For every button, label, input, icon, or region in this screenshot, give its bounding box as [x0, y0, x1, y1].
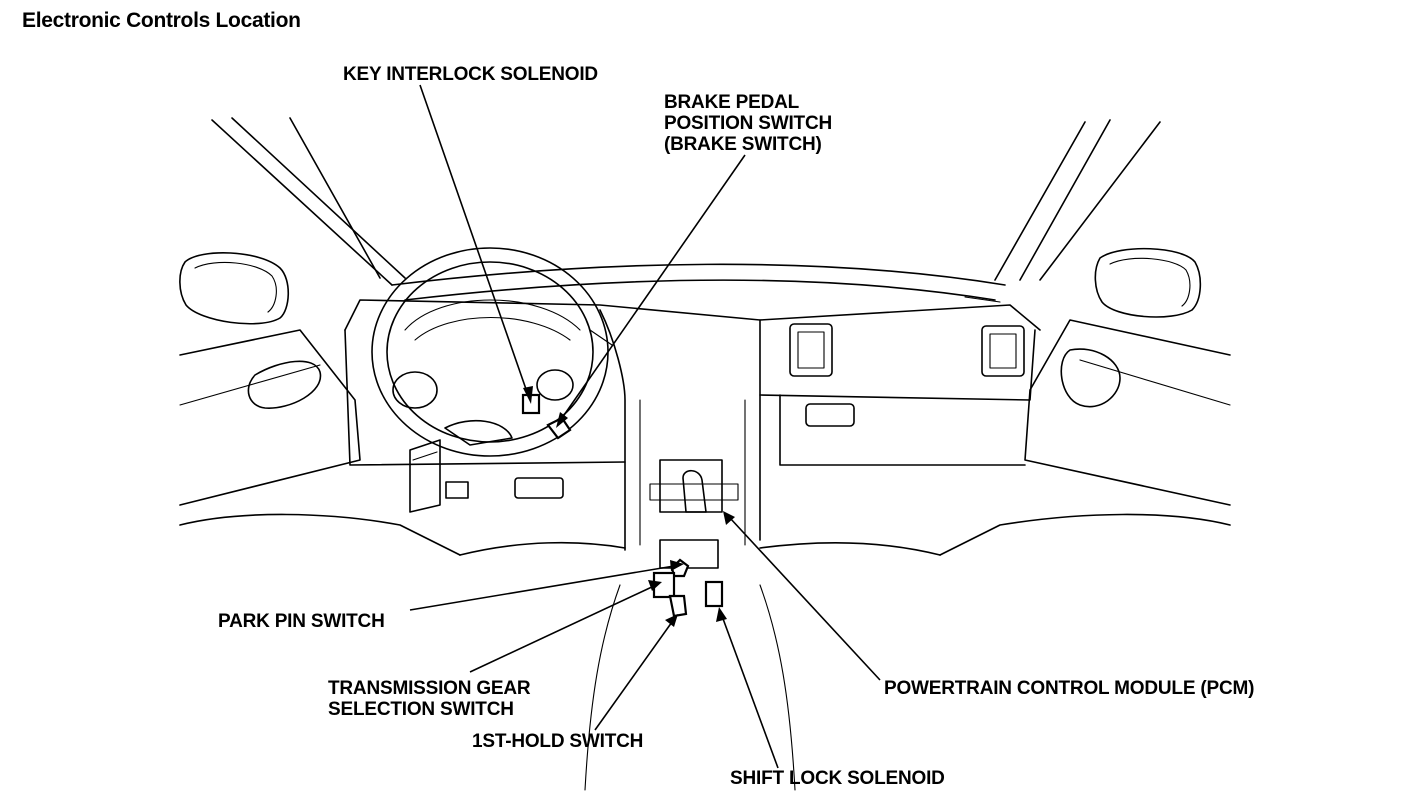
dashboard: [344, 296, 1041, 791]
brake-switch-part: [546, 416, 572, 440]
label-brake-pedal-position-switch: BRAKE PEDAL POSITION SWITCH (BRAKE SWITC…: [664, 92, 832, 155]
label-line: BRAKE PEDAL: [664, 92, 800, 113]
label-transmission-gear-selection-switch: TRANSMISSION GEAR SELECTION SWITCH: [328, 678, 531, 720]
shift-lever: [649, 459, 739, 569]
steering-wheel: [371, 247, 613, 457]
label-line: (BRAKE SWITCH): [664, 134, 822, 155]
label-line: TRANSMISSION GEAR: [328, 678, 531, 699]
shift-lock-solenoid-part: [704, 580, 724, 608]
leader-lines: [409, 84, 881, 769]
label-line: POSITION SWITCH: [664, 113, 833, 134]
label-key-interlock-solenoid: KEY INTERLOCK SOLENOID: [343, 64, 598, 85]
label-shift-lock-solenoid: SHIFT LOCK SOLENOID: [730, 768, 945, 789]
windshield-frame: [211, 117, 1161, 301]
first-hold-switch-part: [668, 594, 688, 618]
label-line: SELECTION SWITCH: [328, 699, 514, 720]
right-door: [939, 319, 1231, 556]
left-kick-panel-box: [409, 439, 469, 513]
right-mirror: [1094, 247, 1202, 318]
label-powertrain-control-module: POWERTRAIN CONTROL MODULE (PCM): [884, 678, 1255, 699]
left-mirror: [179, 252, 290, 325]
label-1st-hold-switch: 1ST-HOLD SWITCH: [472, 731, 644, 752]
left-door: [179, 329, 461, 556]
label-park-pin-switch: PARK PIN SWITCH: [218, 611, 385, 632]
page-title: Electronic Controls Location: [22, 9, 301, 32]
